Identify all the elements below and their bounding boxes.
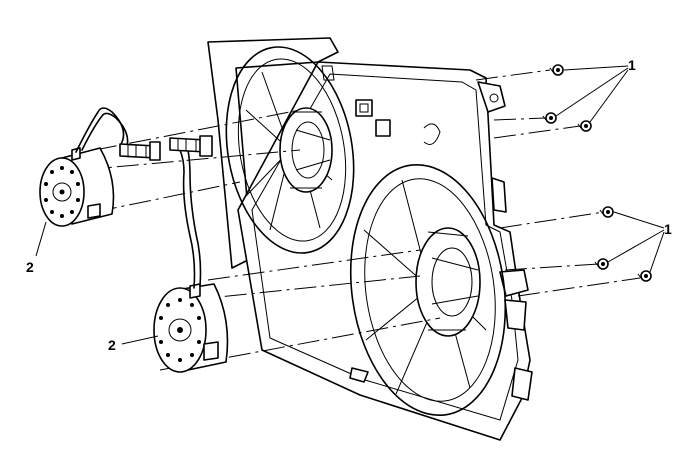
fan-shroud <box>207 37 533 441</box>
bolts-upper-group <box>542 64 592 132</box>
upper-fan-opening <box>225 46 355 254</box>
alignment-lines <box>81 69 641 371</box>
bolt <box>637 270 652 282</box>
callout-1-lower: 1 <box>664 221 672 237</box>
bolt <box>594 258 609 270</box>
bolt <box>599 206 614 218</box>
leader-lines-1 <box>555 65 665 273</box>
bolt <box>549 64 564 76</box>
bolts-lower-group <box>594 206 652 282</box>
upper-fan-motor <box>39 107 161 227</box>
callout-2-lower: 2 <box>108 337 116 353</box>
callout-2-upper: 2 <box>26 259 34 275</box>
bolt <box>542 112 557 124</box>
lower-fan-opening <box>349 163 507 417</box>
lower-fan-motor <box>153 135 229 373</box>
callout-1-upper: 1 <box>628 57 636 73</box>
bolt <box>577 120 592 132</box>
leader-lines-2 <box>35 221 159 345</box>
